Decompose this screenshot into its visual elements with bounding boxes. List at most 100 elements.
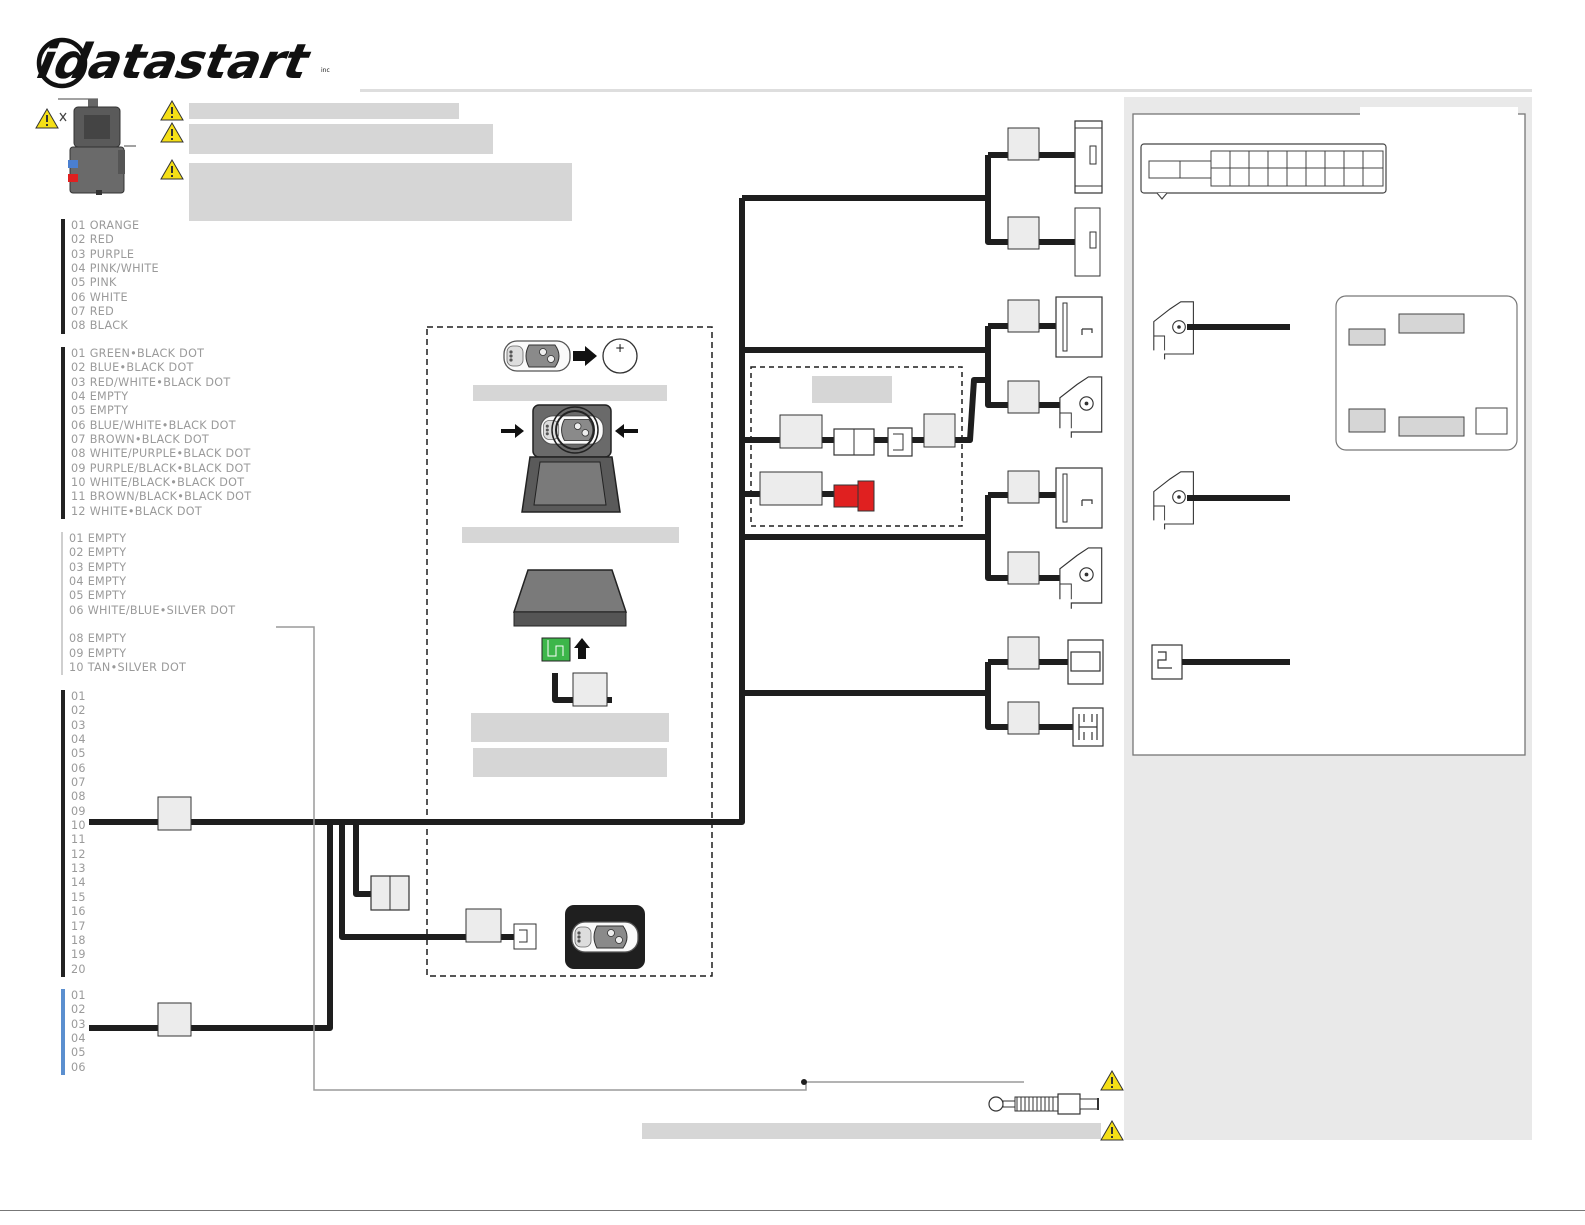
- pin-label: 10 TAN•SILVER DOT: [69, 661, 187, 675]
- obd-label: [465, 908, 502, 943]
- brand-logo: idatastart inc: [33, 34, 330, 89]
- pin-label: [69, 618, 235, 632]
- small-plug: [513, 923, 537, 950]
- step-3-placeholder: [471, 713, 669, 742]
- t-harness-label: [779, 414, 823, 449]
- pin-label: 12 WHITE•BLACK DOT: [71, 504, 203, 518]
- pin-label: 09 PURPLE/BLACK•BLACK DOT: [71, 461, 251, 475]
- pin-label: 11 BROWN/BLACK•BLACK DOT: [71, 490, 252, 504]
- note-placeholder-3: [189, 163, 572, 221]
- svg-text:+: +: [615, 341, 625, 355]
- header-rule: [360, 89, 1532, 92]
- fob-tile-icon: [565, 905, 645, 969]
- pin-label: 03: [71, 718, 86, 732]
- logo-text: idatastart: [33, 34, 315, 89]
- step-1-placeholder: [473, 385, 667, 401]
- harness-label-e: [157, 1002, 192, 1037]
- module-green-port: [512, 569, 628, 662]
- pin-label: 07 BROWN•BLACK DOT: [71, 433, 210, 447]
- pin-label: 06 WHITE: [71, 290, 128, 304]
- pin-label: 07 RED: [71, 305, 115, 319]
- pin-label: 02: [71, 704, 86, 718]
- pin-label: 05 EMPTY: [71, 404, 129, 418]
- pin-label: 20: [71, 962, 86, 976]
- pin-label: 03 EMPTY: [69, 560, 127, 574]
- pin-label: 03: [71, 1017, 86, 1031]
- pin-label: 05: [71, 747, 86, 761]
- red-connector: [833, 480, 875, 512]
- pin-label: 12: [71, 847, 86, 861]
- logo-suffix: inc: [321, 67, 330, 74]
- step-2-placeholder: [462, 527, 679, 543]
- pin-label: 01 ORANGE: [71, 219, 140, 232]
- pin-label: 10: [71, 819, 86, 833]
- step-4-placeholder: [473, 748, 667, 777]
- antenna-wire: [276, 626, 1024, 1091]
- pin-label: 01 EMPTY: [69, 532, 127, 545]
- side-connector-1: [1153, 301, 1290, 360]
- pin-label: 03 RED/WHITE•BLACK DOT: [71, 375, 231, 389]
- fob-in-case-icon: [501, 404, 638, 513]
- pin-label: 17: [71, 919, 86, 933]
- pin-label: 04 EMPTY: [69, 575, 127, 589]
- vehicle-connector-7: [1067, 639, 1104, 685]
- optional-label: [812, 376, 892, 403]
- pin-label: 03 PURPLE: [71, 247, 135, 261]
- pin-label: 06 WHITE/BLUE•SILVER DOT: [69, 603, 236, 617]
- vehicle-connector-8: [1072, 707, 1104, 747]
- pin-label: 06: [71, 1060, 86, 1074]
- pin-label: 09: [71, 804, 86, 818]
- harness-label-d: [157, 796, 192, 831]
- optional-harness-box: [750, 366, 963, 527]
- pin-label: 06 BLUE/WHITE•BLACK DOT: [71, 418, 236, 432]
- vehicle-connector-3: [1055, 296, 1103, 358]
- main-harness: [89, 152, 1075, 1031]
- vehicle-connector-1: [1074, 120, 1103, 194]
- immobilizer-key-icon: [988, 1093, 1099, 1115]
- pin-label: 05 EMPTY: [69, 589, 127, 603]
- pin-label: 04 PINK/WHITE: [71, 262, 159, 276]
- pin-label: 01: [71, 989, 86, 1002]
- pin-label: 05 PINK: [71, 276, 117, 290]
- pin-label: 08 EMPTY: [69, 632, 127, 646]
- pin-label: 06: [71, 761, 86, 775]
- pin-label: 04: [71, 1032, 86, 1046]
- pin-label: 07: [71, 776, 86, 790]
- pin-label: 15: [71, 890, 86, 904]
- pin-label: 18: [71, 933, 86, 947]
- vehicle-connector-5: [1055, 467, 1103, 529]
- pin-label: 19: [71, 948, 86, 962]
- pin-label: 02 BLUE•BLACK DOT: [71, 361, 194, 375]
- programming-box: [426, 326, 713, 977]
- remote-start-module-icon: [35, 98, 136, 195]
- pin-label: 10 WHITE/BLACK•BLACK DOT: [71, 476, 245, 490]
- vehicle-connector-6: [1059, 547, 1103, 610]
- pin-label: 02 EMPTY: [69, 546, 127, 560]
- pin-label: 04: [71, 733, 86, 747]
- side-connector-2: [1153, 471, 1290, 530]
- pin-label: 11: [71, 833, 86, 847]
- pin-label: 08: [71, 790, 86, 804]
- footer-rule: [0, 1210, 1585, 1211]
- pin-label: 01 GREEN•BLACK DOT: [71, 347, 205, 360]
- pin-label: 14: [71, 876, 86, 890]
- side-connector-3: [1151, 644, 1290, 680]
- pin-label: 16: [71, 905, 86, 919]
- fuse-grid: [1140, 143, 1387, 200]
- legend-box: [1335, 295, 1518, 451]
- pin-label: 08 WHITE/PURPLE•BLACK DOT: [71, 447, 251, 461]
- pin-label: 13: [71, 862, 86, 876]
- pin-label: 05: [71, 1046, 86, 1060]
- vehicle-connector-2: [1074, 207, 1101, 277]
- side-panel-tab: [1360, 107, 1518, 119]
- pin-label: 02: [71, 1003, 86, 1017]
- pin-label: 08 BLACK: [71, 319, 128, 333]
- pin-label: 01: [71, 690, 86, 703]
- t-harness-female: [887, 427, 913, 457]
